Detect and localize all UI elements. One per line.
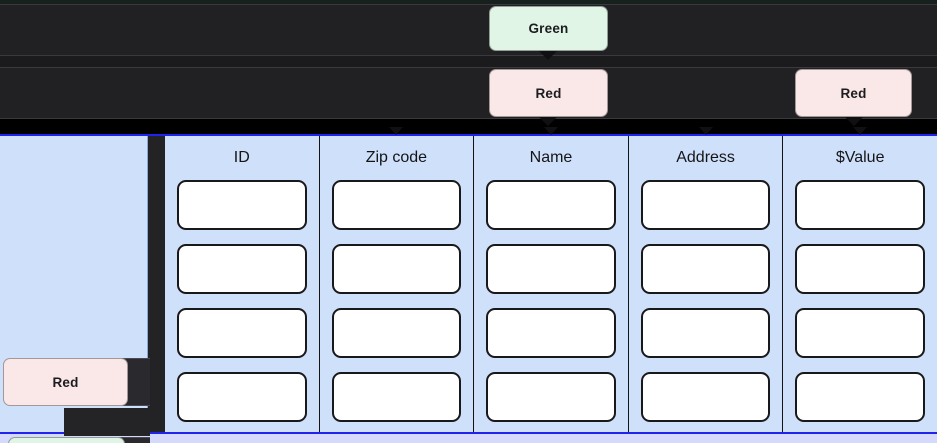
table-cell[interactable] (177, 180, 307, 230)
table-cell[interactable] (331, 244, 462, 294)
table-column-address: Address (629, 127, 784, 432)
column-header-label: Name (529, 149, 573, 166)
tooltip-red-middle-right[interactable]: Red (795, 69, 912, 117)
left-pane: Red Green (0, 136, 150, 443)
table-column-value: $Value (783, 127, 937, 432)
table-cell[interactable] (486, 180, 616, 230)
panel-underline (0, 434, 937, 443)
tooltip-label: Red (535, 85, 562, 101)
column-header-label: ID (233, 149, 250, 166)
table-cell[interactable] (486, 244, 616, 294)
tooltip-label: Red (52, 374, 79, 390)
column-header-label: Zip code (365, 149, 428, 166)
table-cell[interactable] (486, 372, 616, 422)
table-cell[interactable] (795, 180, 925, 230)
table-column-id: ID (165, 136, 320, 432)
table-cell[interactable] (177, 308, 307, 358)
column-pointer-mark-icon (389, 127, 404, 135)
tooltip-arrow-down-icon (845, 117, 863, 126)
column-cells (640, 180, 771, 432)
tooltip-label: Red (840, 85, 867, 101)
tooltip-green-top-center[interactable]: Green (489, 6, 608, 51)
connector-strip-green (110, 437, 150, 443)
table-column-name: Name (474, 127, 629, 432)
column-header-label: $Value (835, 149, 885, 166)
table-cell[interactable] (331, 308, 462, 358)
dark-band-row-2 (0, 67, 937, 119)
table-cell[interactable] (177, 372, 307, 422)
tooltip-red-middle-center[interactable]: Red (489, 69, 608, 117)
column-cells (177, 180, 307, 432)
column-cells (795, 180, 925, 432)
table-cell[interactable] (640, 372, 771, 422)
table-cell[interactable] (640, 180, 771, 230)
tooltip-red-left-pane[interactable]: Red (3, 358, 128, 406)
column-pointer-mark-icon (698, 127, 713, 135)
column-cells (331, 180, 462, 432)
connector-strip-middle (64, 408, 150, 436)
table-cell[interactable] (795, 308, 925, 358)
dark-band-row-1 (0, 4, 937, 56)
table-cell[interactable] (795, 244, 925, 294)
dark-band-gap (0, 56, 937, 67)
tooltip-arrow-down-icon (539, 51, 557, 60)
table-cell[interactable] (331, 180, 462, 230)
column-pointer-mark-icon (543, 127, 558, 135)
tooltip-label: Green (528, 21, 569, 36)
table-cell[interactable] (640, 244, 771, 294)
table-cell[interactable] (486, 308, 616, 358)
table-cell[interactable] (795, 372, 925, 422)
column-header-label: Address (676, 149, 735, 166)
column-pointer-mark-icon (853, 127, 868, 135)
table-panel: Red Green ID Zip code (0, 127, 937, 443)
table-cell[interactable] (640, 308, 771, 358)
column-cells (486, 180, 616, 432)
table-cell[interactable] (331, 372, 462, 422)
left-pane-divider (148, 136, 165, 432)
table-column-zip-code: Zip code (320, 127, 475, 432)
tooltip-arrow-down-icon (539, 117, 557, 126)
table-cell[interactable] (177, 244, 307, 294)
tooltip-green-left-pane[interactable]: Green (8, 437, 125, 443)
table-columns: ID Zip code (165, 127, 937, 432)
